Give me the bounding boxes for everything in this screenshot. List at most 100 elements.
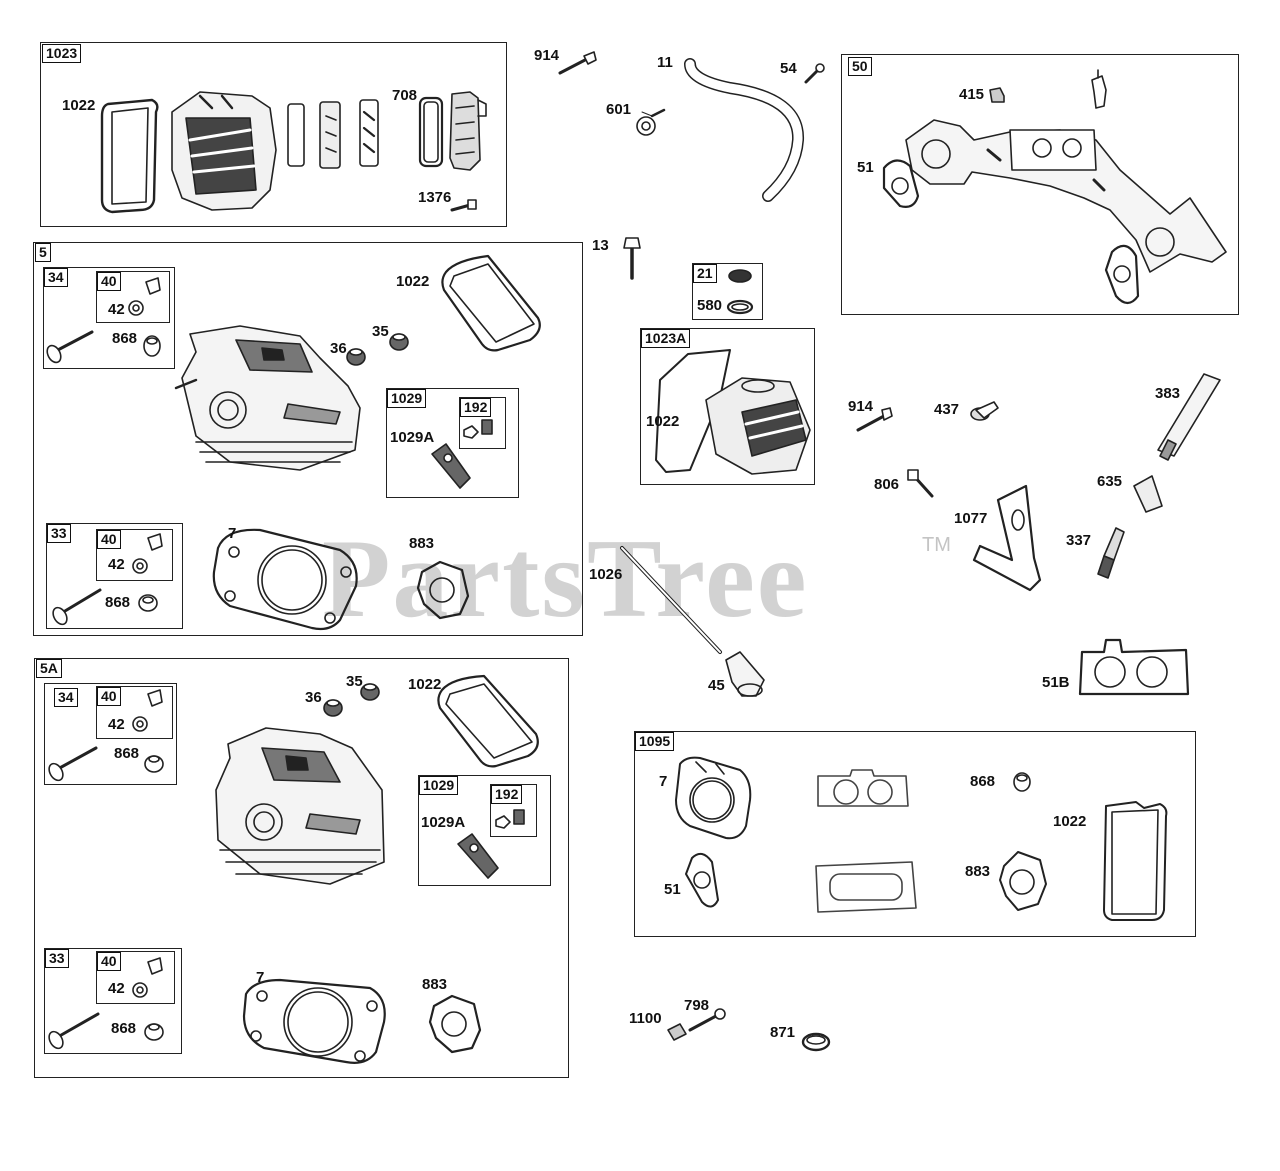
valve-seal-868-part xyxy=(1013,772,1031,792)
group-tag: 21 xyxy=(693,264,717,283)
sub-group-tag: 40 xyxy=(97,272,121,291)
bolt-1376-part xyxy=(450,199,477,212)
sub-40-frame xyxy=(96,951,175,1004)
part-label: 1376 xyxy=(418,189,452,206)
part-label: 415 xyxy=(959,86,985,103)
intake-manifold-part xyxy=(905,119,1227,273)
part-label: 35 xyxy=(372,323,389,340)
part-label: 11 xyxy=(657,54,673,71)
sub-34-frame xyxy=(43,267,175,369)
gasket-51-part xyxy=(1104,244,1140,305)
valve-cover-part xyxy=(705,377,811,475)
part-label: 883 xyxy=(409,535,435,552)
rocker-arm-part xyxy=(457,833,499,879)
cap-40-part xyxy=(147,957,163,975)
part-label: 868 xyxy=(112,330,138,347)
spring-retainer-part xyxy=(143,335,161,357)
sub-group-tag: 40 xyxy=(97,530,121,549)
part-label: 1022 xyxy=(1053,813,1087,830)
part-label: 914 xyxy=(848,398,874,415)
group-21-frame xyxy=(692,263,763,320)
boot-635-part xyxy=(1133,475,1163,513)
gasket-51-part xyxy=(882,159,920,208)
sub-group-tag: 40 xyxy=(97,952,121,971)
bolt-54-part xyxy=(804,63,825,84)
part-label: 42 xyxy=(108,980,125,997)
part-label: 868 xyxy=(111,1020,137,1037)
nut-192-part xyxy=(463,419,493,439)
cap-40-part xyxy=(147,689,163,707)
part-label: 635 xyxy=(1097,473,1123,490)
head-gasket-7-part xyxy=(242,978,386,1064)
cap-21-part xyxy=(726,269,754,315)
spring-retainer-part xyxy=(144,755,164,773)
watermark: PartsTree xyxy=(322,517,809,641)
part-label: 1022 xyxy=(396,273,430,290)
part-label: 580 xyxy=(697,297,723,314)
cylinder-head-part xyxy=(174,325,361,471)
part-label: 42 xyxy=(108,716,125,733)
part-label: 54 xyxy=(780,60,797,77)
fitting-part xyxy=(1091,69,1107,109)
breather-part xyxy=(287,99,379,169)
group-1023-frame xyxy=(40,42,507,227)
part-label: 13 xyxy=(592,237,609,254)
sub-192-frame xyxy=(459,397,506,449)
part-label: 868 xyxy=(114,745,140,762)
cap-40-part xyxy=(145,277,161,295)
part-label: 51 xyxy=(664,881,681,898)
bolt-437-part xyxy=(970,401,999,421)
bolt-914-part xyxy=(856,407,893,432)
part-label: 1029A xyxy=(390,429,435,446)
part-label: 708 xyxy=(392,87,418,104)
sub-33-frame xyxy=(46,523,183,629)
trademark-mark: TM xyxy=(922,534,951,556)
gasket-1022-part xyxy=(441,254,541,352)
gasket-708-part xyxy=(418,96,444,168)
collar-42-part xyxy=(132,982,148,998)
screw-798-part xyxy=(688,1008,726,1032)
group-1095-frame xyxy=(634,731,1196,937)
gasket-1022-part xyxy=(655,349,731,473)
gasket-1022-part xyxy=(437,674,539,768)
head-gasket-7-part xyxy=(675,756,752,840)
sub-group-tag: 192 xyxy=(491,785,523,804)
bracket-1077-part xyxy=(972,484,1042,592)
cap-40-part xyxy=(147,533,163,551)
part-label: 1022 xyxy=(408,676,442,693)
part-label: 883 xyxy=(965,863,991,880)
group-1023a-frame xyxy=(640,328,815,485)
sub-group-tag: 1029 xyxy=(419,776,459,795)
sub-40-frame xyxy=(96,686,173,739)
gasket-51b-part xyxy=(1078,638,1190,696)
part-label: 7 xyxy=(256,969,265,986)
group-tag: 1023 xyxy=(42,44,82,63)
part-label: 437 xyxy=(934,401,960,418)
gasket-part xyxy=(817,769,909,807)
spring-retainer-part xyxy=(138,594,158,612)
part-label: 868 xyxy=(105,594,131,611)
part-label: 883 xyxy=(422,976,448,993)
part-label: 36 xyxy=(305,689,322,706)
valve-part xyxy=(46,330,94,364)
part-label: 1022 xyxy=(62,97,96,114)
sub-1029-frame xyxy=(418,775,551,886)
collar-42-part xyxy=(128,300,144,316)
part-label: 1029A xyxy=(421,814,466,831)
part-label: 45 xyxy=(708,677,725,694)
bolt-13-part xyxy=(623,237,641,280)
sub-33-frame xyxy=(44,948,182,1054)
head-gasket-7-part xyxy=(212,528,358,631)
sub-group-tag: 1029 xyxy=(387,389,427,408)
collar-42-part xyxy=(132,716,148,732)
part-label: 337 xyxy=(1066,532,1092,549)
seal-871-part xyxy=(801,1032,831,1052)
spark-plug-337-part xyxy=(1097,527,1125,579)
group-tag: 50 xyxy=(848,57,872,76)
sleeve-383-part xyxy=(1157,373,1221,461)
group-tag: 1023A xyxy=(641,329,691,348)
gasket-883-part xyxy=(428,994,482,1054)
bolt-914-part xyxy=(558,51,597,75)
group-tag: 5A xyxy=(36,659,62,678)
bracket-1100-part xyxy=(667,1023,687,1041)
